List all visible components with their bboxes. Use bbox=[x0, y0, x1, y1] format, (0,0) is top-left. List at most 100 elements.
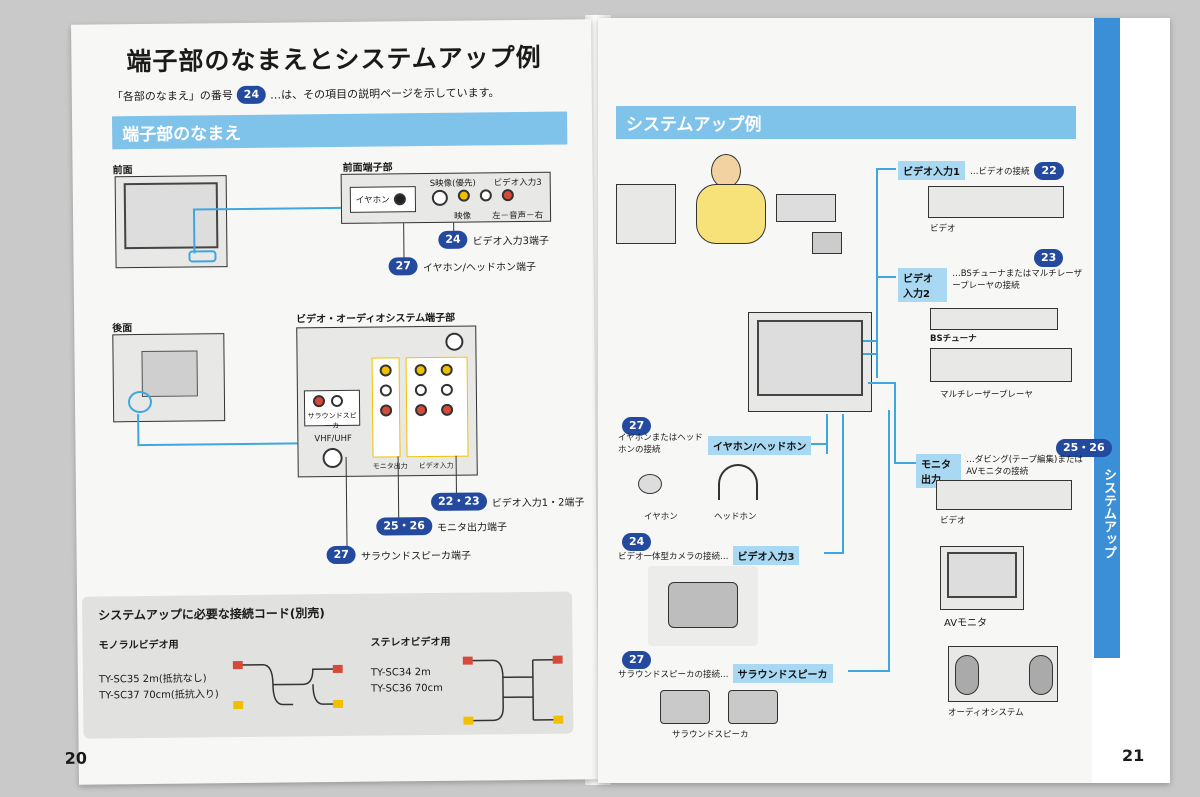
monitor-out-small-label: モニタ出力 bbox=[372, 462, 408, 471]
side-tab-label: システムアップ bbox=[1101, 468, 1116, 559]
mono-item-2: TY-SC37 70cm(抵抗入り) bbox=[99, 689, 219, 702]
front-terminal-panel: イヤホン S映像(優先) ビデオ入力3 映像 左－音声－右 bbox=[340, 171, 552, 224]
video-in1-row: ビデオ入力1 …ビデオの接続 22 bbox=[898, 161, 1064, 180]
badge-23-wrap: 23 bbox=[1034, 246, 1064, 267]
front-tv bbox=[114, 175, 228, 269]
headphone-device bbox=[718, 464, 758, 500]
back-label: 後面 bbox=[112, 323, 133, 335]
monitor-out-text: …ダビング(テープ編集)またはAVモニタの接続 bbox=[966, 455, 1083, 477]
callout-earphone-text: イヤホン/ヘッドホン端子 bbox=[422, 261, 537, 274]
badge-24r-wrap: 24 bbox=[622, 530, 652, 551]
callout-surround: 27 サラウンドスピーカ端子 bbox=[326, 545, 471, 565]
surround-speaker-right bbox=[728, 690, 778, 724]
badge-25-26r-wrap: 25・26 bbox=[1056, 436, 1112, 457]
multi-laser-device bbox=[930, 348, 1072, 382]
badge-27r-wrap: 27 bbox=[622, 414, 652, 435]
mono-item-1: TY-SC35 2m(抵抗なし) bbox=[98, 673, 207, 686]
surround-text: サラウンドスピーカの接続… bbox=[618, 669, 729, 680]
badge-27b: 27 bbox=[326, 545, 357, 565]
page-number-left: 20 bbox=[64, 748, 88, 768]
svideo-label: S映像(優先) bbox=[429, 178, 476, 189]
camera-text: ビデオ一体型カメラの接続… bbox=[618, 551, 729, 562]
callout-video-in12-text: ビデオ入力1・2端子 bbox=[491, 496, 585, 509]
badge-27r2-wrap: 27 bbox=[622, 648, 652, 669]
badge-22r: 22 bbox=[1034, 161, 1064, 180]
stereo-title: ステレオビデオ用 bbox=[370, 636, 451, 649]
cord-box-title: システムアップに必要な接続コード(別売) bbox=[98, 606, 325, 623]
badge-27r2: 27 bbox=[622, 651, 652, 669]
mono-cord-illustration bbox=[232, 660, 344, 710]
earphone-device bbox=[638, 474, 662, 494]
antenna-jack bbox=[322, 447, 343, 469]
badge-24: 24 bbox=[438, 230, 468, 249]
callout-surround-text: サラウンドスピーカ端子 bbox=[360, 550, 471, 563]
video-in2-text: …BSチューナまたはマルチレーザープレーヤの接続 bbox=[952, 269, 1083, 291]
earphone-text: イヤホンまたはヘッドホンの接続 bbox=[618, 433, 703, 455]
page-title: 端子部のなまえとシステムアップ例 bbox=[126, 42, 542, 77]
front-tv-screen bbox=[123, 182, 219, 250]
badge-23r: 23 bbox=[1034, 249, 1064, 267]
audio-right-jack bbox=[501, 189, 514, 202]
surround-speaker-left bbox=[660, 690, 710, 724]
cord-box: システムアップに必要な接続コード(別売) モノラルビデオ用 TY-SC35 2m… bbox=[82, 591, 574, 739]
back-tv bbox=[112, 333, 226, 423]
center-tv bbox=[748, 312, 872, 412]
callout-monitor-out-text: モニタ出力端子 bbox=[436, 521, 508, 534]
camera-tag: ビデオ入力3 bbox=[732, 546, 800, 565]
intro-after: …は、その項目の説明ページを示しています。 bbox=[270, 86, 500, 102]
badge-25-26r: 25・26 bbox=[1056, 439, 1112, 457]
bs-tuner-device bbox=[930, 308, 1058, 330]
reading-person-illustration bbox=[616, 144, 846, 264]
front-jacks bbox=[431, 189, 514, 206]
callout-video-in12: 22・23 ビデオ入力1・2端子 bbox=[430, 491, 585, 511]
earphone-tag: イヤホン/ヘッドホン bbox=[708, 436, 812, 455]
stereo-item-1: TY-SC34 2m bbox=[370, 667, 431, 679]
surround-tag: サラウンドスピーカ bbox=[732, 664, 833, 683]
audio-system-device bbox=[948, 646, 1058, 702]
video-label: 映像 bbox=[454, 211, 472, 222]
video-in3-small-label: ビデオ入力3 bbox=[493, 177, 542, 189]
video-in-small-label: ビデオ入力 bbox=[418, 461, 454, 471]
left-page: 端子部のなまえとシステムアップ例 「各部のなまえ」の番号 24 …は、その項目の… bbox=[65, 19, 599, 785]
callout-monitor-out: 25・26 モニタ出力端子 bbox=[376, 516, 508, 536]
stereo-cord-illustration bbox=[462, 655, 564, 725]
video-jack bbox=[457, 189, 470, 202]
bs-tuner-label: BSチューナ bbox=[930, 334, 977, 344]
surround-row: サラウンドスピーカの接続… サラウンドスピーカ bbox=[618, 664, 833, 683]
camera-row: ビデオ一体型カメラの接続… ビデオ入力3 bbox=[618, 546, 800, 565]
stereo-item-2: TY-SC36 70cm bbox=[370, 682, 443, 695]
intro-line: 「各部のなまえ」の番号 24 …は、その項目の説明ページを示しています。 bbox=[112, 83, 500, 105]
badge-27: 27 bbox=[388, 257, 418, 276]
surround-terminal: サラウンドスピーカ bbox=[303, 389, 361, 430]
audio-system-label: オーディオシステム bbox=[948, 708, 1024, 718]
svideo-back-jack bbox=[445, 332, 464, 351]
back-terminal-highlight bbox=[127, 390, 153, 414]
multi-laser-label: マルチレーザープレーヤ bbox=[940, 390, 1033, 400]
front-label: 前面 bbox=[112, 165, 133, 177]
earphone-device-label: イヤホン bbox=[644, 512, 678, 522]
vcr-1 bbox=[928, 186, 1064, 218]
vhf-uhf-label: VHF/UHF bbox=[314, 433, 352, 445]
badge-24r: 24 bbox=[622, 533, 652, 551]
video-label-1: ビデオ bbox=[930, 224, 956, 234]
video-in2-row: ビデオ入力2 …BSチューナまたはマルチレーザープレーヤの接続 bbox=[898, 268, 1088, 302]
audio-label: 左－音声－右 bbox=[492, 210, 544, 222]
intro-before: 「各部のなまえ」の番号 bbox=[111, 89, 233, 104]
badge-25-26: 25・26 bbox=[376, 516, 433, 536]
page-number-right: 21 bbox=[1122, 746, 1145, 765]
surround-device-label: サラウンドスピーカ bbox=[672, 730, 749, 740]
earphone-jack-label: イヤホン bbox=[355, 195, 390, 206]
video-in2-tag: ビデオ入力2 bbox=[898, 268, 948, 302]
monitor-out-jacks bbox=[371, 357, 401, 458]
right-page: システムアップ システムアップ例 ビデオ入力1 bbox=[598, 18, 1170, 783]
av-monitor-label: AVモニタ bbox=[944, 618, 988, 629]
section-title: 端子部のなまえ bbox=[111, 111, 568, 150]
earphone-jack bbox=[393, 193, 406, 206]
earphone-jack-box: イヤホン bbox=[349, 186, 417, 213]
svideo-jack bbox=[431, 189, 448, 206]
headphone-device-label: ヘッドホン bbox=[714, 512, 757, 522]
front-terminal-label: 前面端子部 bbox=[342, 162, 393, 174]
badge-22-23: 22・23 bbox=[430, 492, 487, 511]
callout-video-in3: 24 ビデオ入力3端子 bbox=[438, 230, 549, 249]
